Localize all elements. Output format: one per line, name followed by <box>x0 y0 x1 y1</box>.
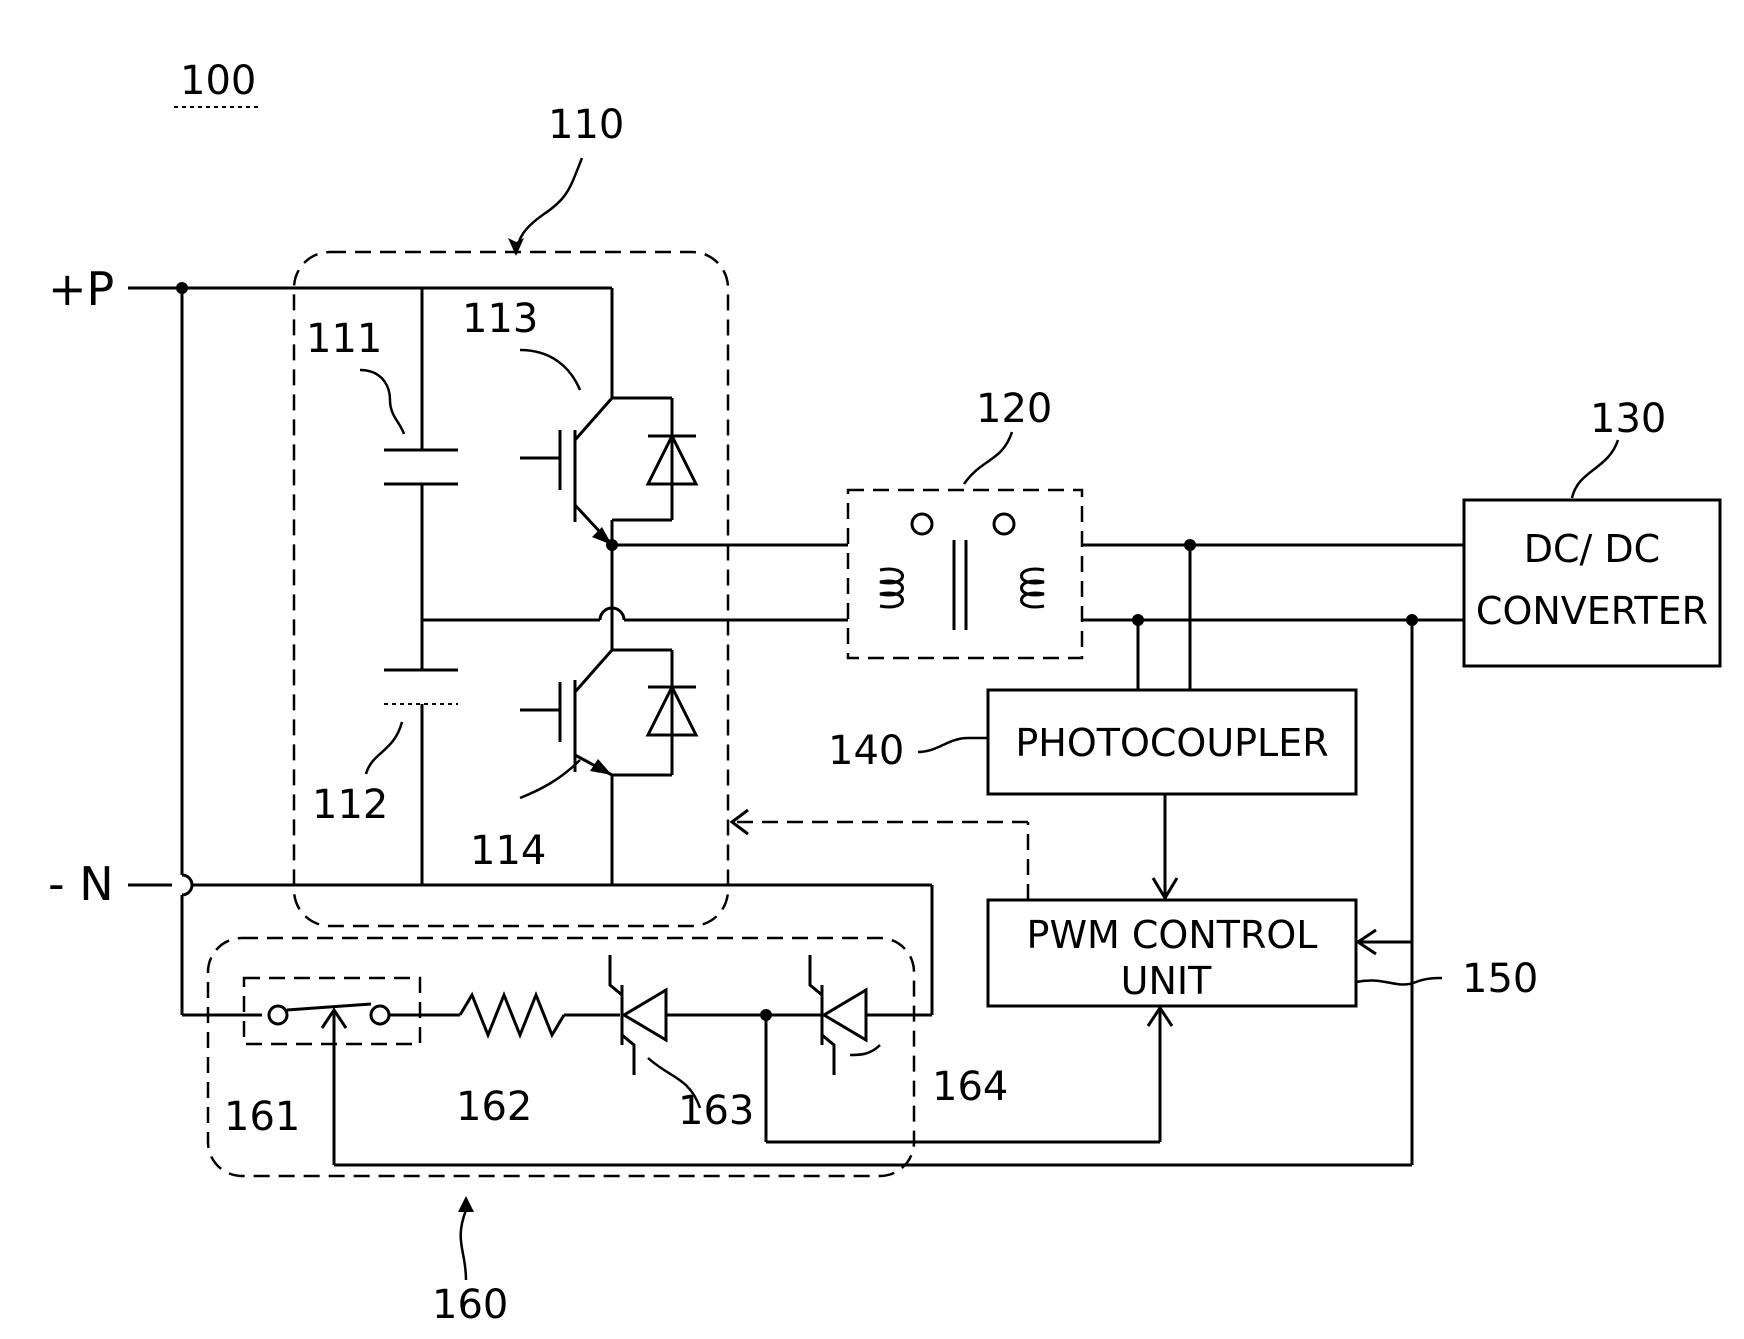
leader-120 <box>964 432 1012 484</box>
ref-163: 163 <box>678 1088 754 1134</box>
dcdc-label-line2: CONVERTER <box>1476 589 1708 633</box>
positive-rail <box>128 282 612 1015</box>
negative-rail <box>128 885 932 1015</box>
ref-112: 112 <box>312 782 388 828</box>
leader-110 <box>516 158 582 254</box>
ref-111: 111 <box>306 316 382 362</box>
ref-110: 110 <box>548 102 624 148</box>
pwm-label-line1: PWM CONTROL <box>1027 913 1318 957</box>
leader-110-arrow <box>508 238 524 256</box>
pwm-control-unit-150: PWM CONTROL UNIT <box>988 900 1356 1006</box>
ref-113: 113 <box>462 296 538 342</box>
terminal-negative-label: - N <box>48 857 114 911</box>
capacitor-111 <box>384 450 458 484</box>
ref-140: 140 <box>828 728 904 774</box>
igbt-113 <box>520 398 696 545</box>
ref-120: 120 <box>976 386 1052 432</box>
leader-160 <box>461 1210 466 1280</box>
leader-160-arrow <box>458 1196 474 1212</box>
leader-140 <box>918 738 988 752</box>
resistor-162 <box>460 995 564 1035</box>
dcdc-converter-130: DC/ DC CONVERTER <box>1464 500 1720 666</box>
capacitor-112 <box>384 670 458 704</box>
ref-130: 130 <box>1590 396 1666 442</box>
ref-161: 161 <box>224 1094 300 1140</box>
terminal-positive-label: +P <box>48 262 114 316</box>
leader-164 <box>850 1045 880 1055</box>
leader-114 <box>520 760 580 798</box>
ref-162: 162 <box>456 1084 532 1130</box>
igbt-114 <box>520 650 696 885</box>
transformer-120 <box>848 490 1082 658</box>
photocoupler-140: PHOTOCOUPLER <box>988 690 1356 794</box>
leader-150 <box>1356 978 1442 985</box>
leader-130 <box>1572 440 1618 498</box>
ref-160: 160 <box>432 1282 508 1328</box>
leader-112 <box>366 722 402 774</box>
dcdc-label-line1: DC/ DC <box>1524 527 1660 571</box>
pwm-label-line2: UNIT <box>1121 959 1212 1003</box>
ref-164: 164 <box>932 1064 1008 1110</box>
leader-113 <box>520 350 580 390</box>
figure-ref-label: 100 <box>180 58 256 104</box>
leader-111 <box>360 370 404 434</box>
ref-114: 114 <box>470 828 546 874</box>
ref-150: 150 <box>1462 956 1538 1002</box>
photocoupler-label: PHOTOCOUPLER <box>1015 721 1328 765</box>
